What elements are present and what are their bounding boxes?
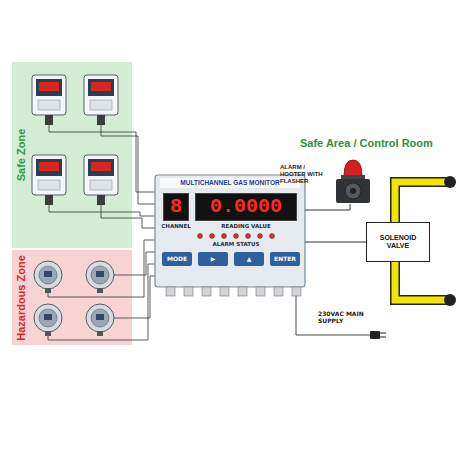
display-digits: 8 xyxy=(170,197,182,217)
panel-button: ▲ xyxy=(234,252,264,266)
monitor-housing xyxy=(155,175,305,287)
flameproof-detector xyxy=(86,261,114,293)
hooter-picture xyxy=(336,160,370,203)
flameproof-detector xyxy=(86,304,114,336)
gas-transmitter xyxy=(84,155,118,205)
gas-transmitter xyxy=(32,75,66,125)
hazard-zone-ground xyxy=(12,250,132,345)
panel-button: ▶ xyxy=(198,252,228,266)
solenoid-valve: SOLENOID VALVE xyxy=(366,222,430,262)
power-wire xyxy=(296,296,370,335)
power-plug xyxy=(370,331,380,339)
alarm-hooter: ALARM / HOOTER WITH FLASHER xyxy=(280,156,372,204)
signal-wire xyxy=(305,204,350,210)
cable-glands xyxy=(166,287,301,296)
reading-display: 0.0000 xyxy=(195,193,297,221)
pipe-cap xyxy=(444,294,456,306)
zone-title: Hazardous Zone xyxy=(15,255,27,341)
panel-button: ENTER xyxy=(270,252,300,266)
pipe-cap xyxy=(444,176,456,188)
node-text: ALARM / HOOTER WITH FLASHER xyxy=(280,164,332,186)
flameproof-detector xyxy=(34,261,62,293)
supply-label: 230VAC MAIN SUPPLY xyxy=(318,310,366,324)
panel-caption: CHANNEL xyxy=(146,223,206,230)
zone-title: Safe Zone xyxy=(15,129,27,182)
zone-band: Safe Zone xyxy=(12,62,132,248)
area-title: Safe Area / Control Room xyxy=(300,137,450,150)
monitor-panel: MULTICHANNEL GAS MONITOR80.0000 xyxy=(155,175,305,287)
channel-display: 8 xyxy=(163,193,189,221)
flameproof-detector xyxy=(34,304,62,336)
sensor-wires xyxy=(48,125,155,340)
panel-caption: READING VALUE xyxy=(211,223,281,230)
gas-transmitter xyxy=(32,155,66,205)
status-leds xyxy=(198,234,275,239)
gas-transmitter xyxy=(84,75,118,125)
plug-pins xyxy=(380,333,386,337)
display-digits: 0.0000 xyxy=(210,197,282,217)
panel-button: MODE xyxy=(162,252,192,266)
signal-wire xyxy=(305,242,366,243)
node-text: SOLENOID VALVE xyxy=(367,232,429,252)
panel-caption: ALARM STATUS xyxy=(201,241,271,248)
zone-band: Hazardous Zone xyxy=(12,250,132,345)
safe-zone-ground xyxy=(12,62,132,248)
